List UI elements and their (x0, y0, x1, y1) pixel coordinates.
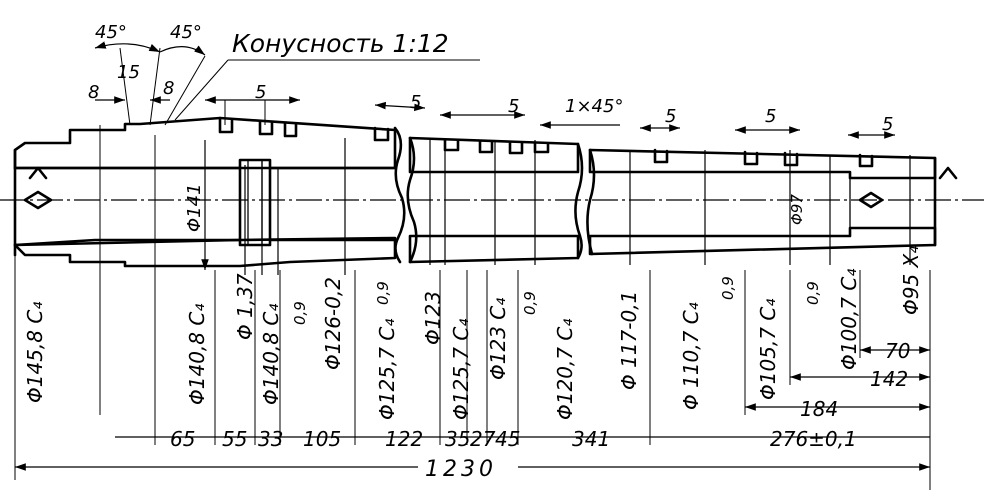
groove-d-label: 5 (665, 106, 676, 127)
len-105-label: 105 (303, 427, 341, 451)
len-55-label: 55 (222, 427, 247, 451)
len-total-label: 1230 (425, 457, 497, 482)
diameter-dimension-lines (14, 125, 911, 480)
groove-c-label: 5 (508, 96, 519, 117)
center-mark-icon (23, 190, 53, 210)
groove-depth-2: 0,9 (374, 281, 392, 305)
dim-145-8-label: Φ145,8 C₄ (23, 302, 47, 403)
len-122-label: 122 (385, 427, 423, 451)
groove-a-label: 5 (255, 82, 266, 103)
dim-117-label: Φ 117-0,1 (617, 291, 641, 390)
dim-110-7-label: Φ 110,7 C₄ (679, 302, 703, 410)
angle-annotations (94, 41, 206, 126)
len-70-label: 70 (885, 339, 910, 363)
len-142-label: 142 (870, 367, 908, 391)
angle-left-label: 45° (95, 22, 127, 43)
dim-95-label: Φ95 X₄ (899, 246, 923, 315)
dim-120-7-label: Φ120,7 C₄ (553, 319, 577, 420)
dim-123c-label: Φ123 C₄ (486, 298, 510, 380)
shaft-middle-segment (406, 136, 584, 264)
angle-15-label: 15 (117, 62, 140, 83)
dim-141-label: Φ141 (184, 183, 205, 232)
dim-123-label: Φ123 (421, 291, 445, 345)
len-341-label: 341 (572, 427, 610, 451)
step-right-label: 8 (163, 78, 174, 99)
groove-callouts-top (205, 96, 895, 139)
groove-depth-5: 0,9 (804, 281, 822, 305)
len-276-label: 276±0,1 (770, 427, 857, 451)
dim-1-37-label: Φ 1,37 (233, 273, 257, 340)
angle-right-label: 45° (170, 22, 202, 43)
groove-e-label: 5 (765, 106, 776, 127)
dim-125-7b-label: Φ125,7 C₄ (449, 319, 473, 420)
chamfer-label: 1×45° (565, 96, 623, 117)
len-184-label: 184 (800, 397, 838, 421)
taper-title: Конусность 1:12 (232, 29, 449, 58)
groove-f-label: 5 (882, 114, 893, 135)
taper-leader (174, 59, 229, 121)
groove-b-label: 5 (410, 92, 421, 113)
roughness-icon (28, 166, 48, 180)
dim-140-8a-label: Φ140,8 C₄ (185, 304, 209, 405)
dim-125-7a-label: Φ125,7 C₄ (375, 319, 399, 420)
total-label-bg (418, 455, 518, 479)
roughness-icon (938, 166, 958, 180)
groove-depth-1: 0,9 (291, 301, 309, 325)
len-65-label: 65 (170, 427, 195, 451)
dim-97-label: Φ97 (788, 194, 806, 225)
dim-105-7-label: Φ105,7 C₄ (756, 299, 780, 400)
dim-126-label: Φ126-0,2 (321, 277, 345, 370)
len-35-label: 35 (445, 427, 470, 451)
shaft-left-segment (13, 116, 406, 268)
groove-depth-3: 0,9 (521, 291, 539, 315)
len-27-label: 27 (470, 427, 496, 451)
len-33-label: 33 (258, 427, 283, 451)
center-mark-icon (858, 191, 884, 209)
step-left-label: 8 (88, 82, 99, 103)
dim-100-7-label: Φ100,7 C₄ (837, 269, 861, 370)
len-45-label: 45 (495, 427, 520, 451)
shaft-right-segment (586, 148, 937, 256)
dim-140-8b-label: Φ140,8 C₄ (259, 304, 283, 405)
groove-depth-4: 0,9 (719, 276, 737, 300)
